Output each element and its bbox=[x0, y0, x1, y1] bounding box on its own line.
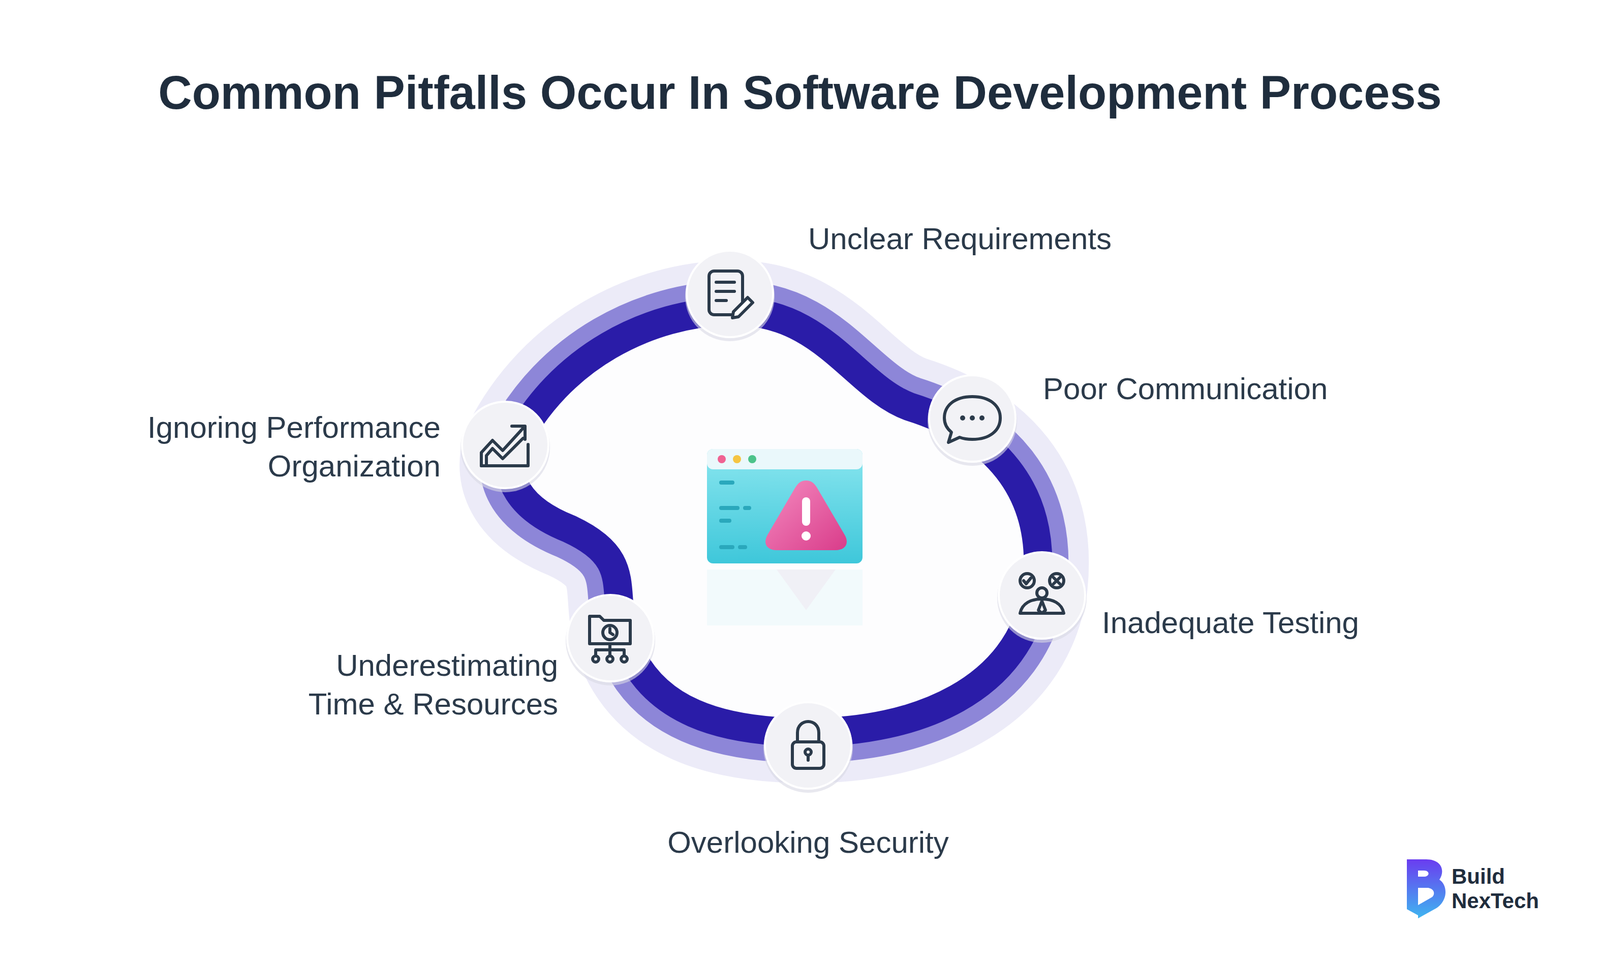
pitfall-label: Underestimating Time & Resources bbox=[273, 645, 559, 724]
pitfall-label: Ignoring Performance Organization bbox=[84, 408, 441, 486]
icon-circle bbox=[451, 391, 559, 499]
icon-circle-node: Ignoring Performance Organization bbox=[462, 401, 549, 488]
icon-circle bbox=[918, 364, 1026, 472]
logo-mark bbox=[1406, 858, 1446, 918]
pitfall-label: Unclear Requirements bbox=[808, 219, 1215, 259]
pitfall-label: Inadequate Testing bbox=[1101, 603, 1509, 642]
icon-circle-node: Overlooking Security bbox=[764, 701, 852, 789]
icon-circle-node: Poor Communication bbox=[929, 375, 1016, 462]
logo-text: Build NexTech bbox=[1451, 864, 1540, 913]
icon-circle-node: Inadequate Testing bbox=[998, 551, 1086, 639]
blob-ring bbox=[510, 311, 1038, 732]
icon-circle bbox=[754, 691, 862, 799]
pitfall-label: Overlooking Security bbox=[604, 822, 1012, 862]
warning-window bbox=[706, 448, 863, 626]
pitfall-label: Poor Communication bbox=[1042, 369, 1450, 409]
icon-circle bbox=[676, 240, 784, 348]
icon-circle bbox=[988, 541, 1096, 649]
title: Common Pitfalls Occur In Software Develo… bbox=[0, 66, 1600, 120]
icon-circle bbox=[557, 584, 664, 692]
icon-circle-node: Underestimating Time & Resources bbox=[567, 594, 654, 682]
icon-circle-node: Unclear Requirements bbox=[686, 250, 774, 337]
